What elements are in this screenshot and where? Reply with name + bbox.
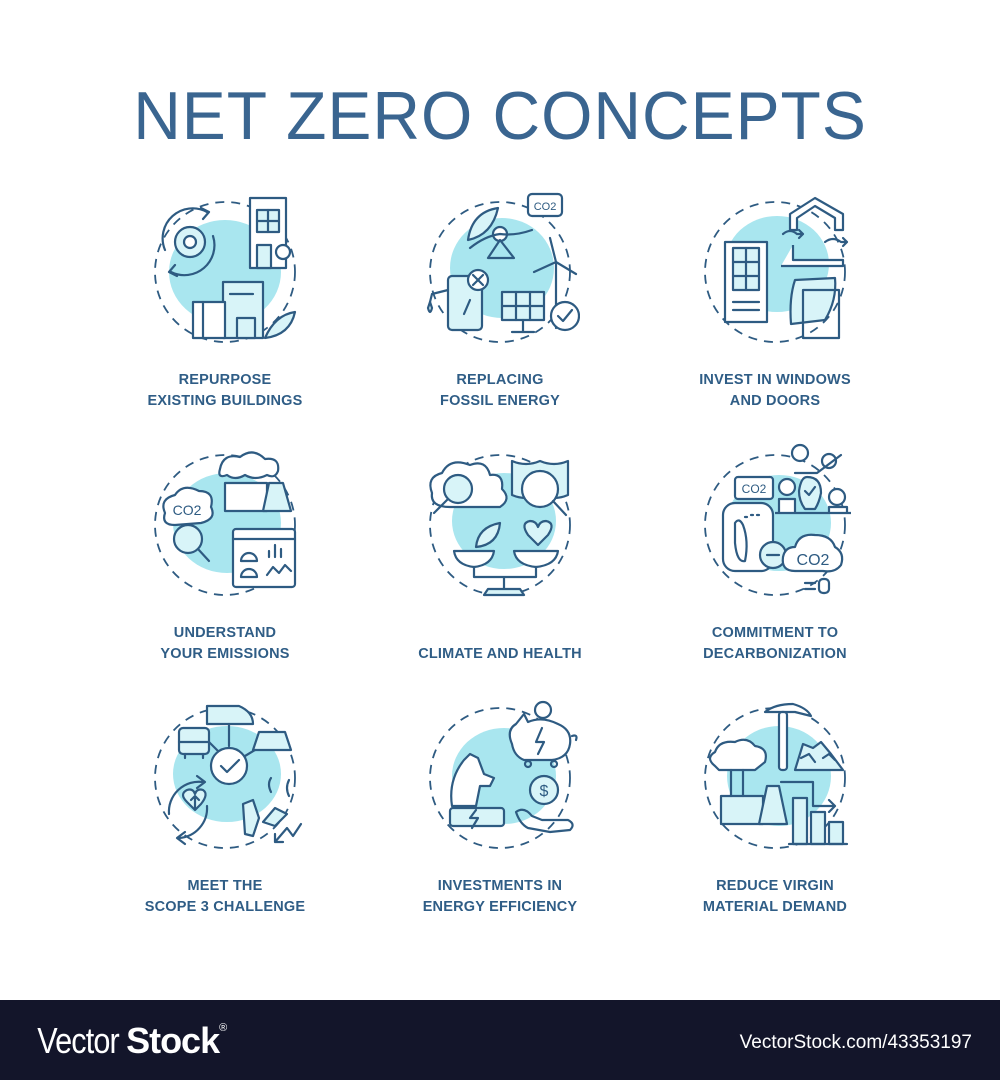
concept-card-energy-efficiency: $ INVESTMENTS IN ENERGY EFFICIENCY [370,696,630,918]
concept-card-emissions: CO2 UNDERSTAND YOUR EMISSIONS [95,443,355,665]
concept-label: COMMITMENT TO DECARBONIZATION [703,625,847,662]
replacing-fossil-energy-icon: CO2 [426,192,580,343]
concept-label: CLIMATE AND HEALTH [418,646,582,662]
page-title: NET ZERO CONCEPTS [133,78,867,154]
image-reference: VectorStock.com/43353197 [739,1032,972,1053]
emissions-icon: CO2 [154,451,297,596]
concept-label: REPLACING FOSSIL ENERGY [440,372,560,409]
concept-card-scope3: MEET THE SCOPE 3 CHALLENGE [95,696,355,918]
svg-text:CO2: CO2 [797,552,830,569]
svg-text:CO2: CO2 [534,201,557,213]
svg-text:CO2: CO2 [173,502,202,518]
concept-card-fossil-energy: CO2 REPLACING FOSSIL ENERGY [370,190,630,412]
windows-doors-icon [704,196,849,343]
concept-label: MEET THE SCOPE 3 CHALLENGE [144,878,306,915]
energy-efficiency-icon: $ [429,700,578,849]
concept-label: INVESTMENTS IN ENERGY EFFICIENCY [422,878,578,915]
svg-text:CO2: CO2 [742,482,767,496]
concept-card-virgin-material: REDUCE VIRGIN MATERIAL DEMAND [645,696,905,918]
svg-text:$: $ [540,783,549,800]
concept-card-windows-doors: INVEST IN WINDOWS AND DOORS [645,190,905,412]
concept-card-decarbonization: CO2 CO2 COMMITMENT TO DECARBONIZATION [645,443,905,665]
scope3-icon [154,704,303,849]
repurpose-buildings-icon [154,196,297,343]
virgin-material-icon [704,702,849,849]
concept-label: INVEST IN WINDOWS AND DOORS [699,372,851,409]
concept-label: UNDERSTAND YOUR EMISSIONS [160,625,290,662]
concept-label: REDUCE VIRGIN MATERIAL DEMAND [702,878,848,915]
concept-card-climate-health: CLIMATE AND HEALTH [370,443,630,665]
climate-health-icon [429,454,571,597]
concept-card-repurpose: REPURPOSE EXISTING BUILDINGS [95,190,355,412]
decarbonization-icon: CO2 CO2 [704,443,851,596]
concept-label: REPURPOSE EXISTING BUILDINGS [147,372,303,409]
